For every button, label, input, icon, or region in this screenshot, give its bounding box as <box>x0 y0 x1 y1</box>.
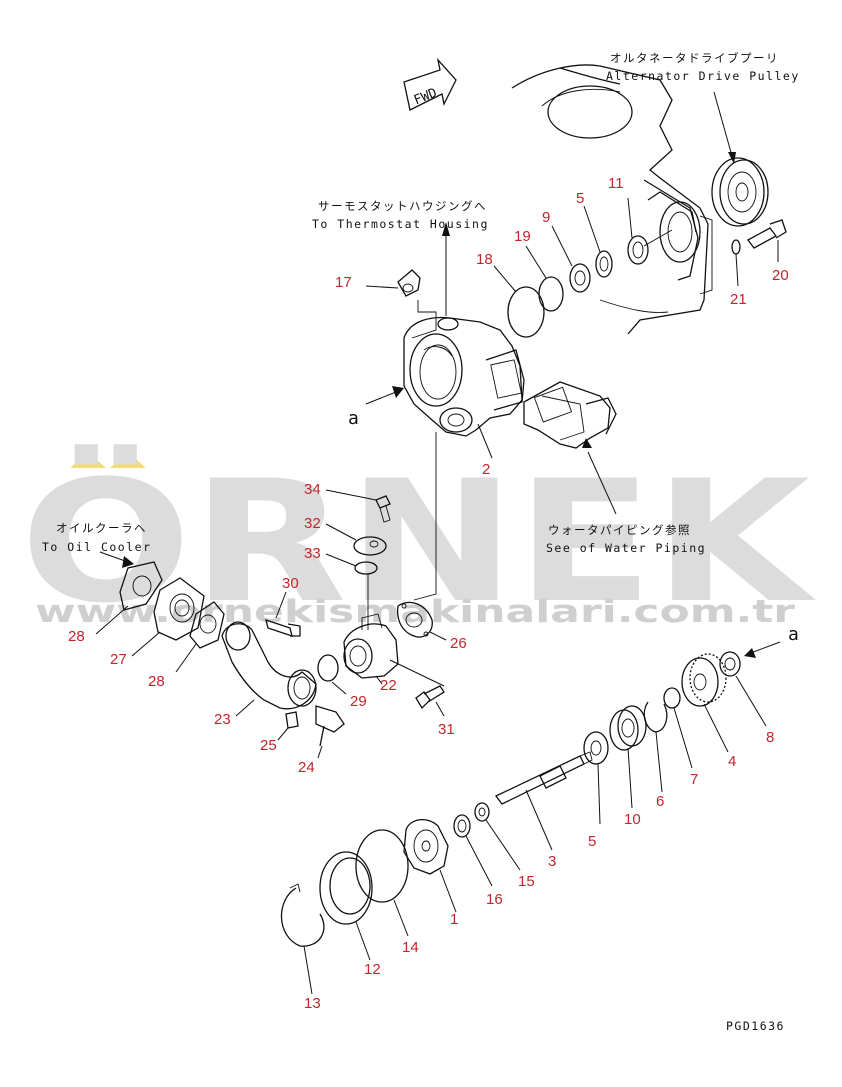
oil-cooler-label-jp: オイルクーラへ <box>56 521 147 535</box>
part-number-5-lower: 5 <box>588 833 596 850</box>
alternator-label-en: Alternator Drive Pulley <box>606 69 800 83</box>
part-number-labels: 17 18 19 9 5 11 20 21 2 34 32 33 30 28 2… <box>68 175 789 1012</box>
gasket-28-outer <box>95 561 163 635</box>
part-number-1: 1 <box>450 911 458 928</box>
fwd-arrow: FWD <box>403 57 457 111</box>
part-number-4: 4 <box>728 753 736 770</box>
front-cover <box>511 64 713 335</box>
part-number-8: 8 <box>766 729 774 746</box>
thermostat-label-en: To Thermostat Housing <box>312 217 489 231</box>
watermark-accent-right <box>110 452 146 468</box>
part-number-29: 29 <box>350 693 367 710</box>
flange-27 <box>131 577 205 657</box>
part-number-18: 18 <box>476 251 493 268</box>
part-number-9: 9 <box>542 209 550 226</box>
part-number-24: 24 <box>298 759 315 776</box>
part-number-16: 16 <box>486 891 503 908</box>
seal-16 <box>453 814 493 887</box>
part-number-19: 19 <box>514 228 531 245</box>
bearing-5-lower <box>583 731 609 825</box>
alternator-pulley <box>711 91 769 227</box>
part-number-34: 34 <box>304 481 321 498</box>
drain-cock-24 <box>315 705 345 759</box>
view-a-arrow-right <box>744 641 781 658</box>
oil-cooler-label-en: To Oil Cooler <box>42 540 152 554</box>
part-number-28-inner: 28 <box>148 673 165 690</box>
washer-21 <box>731 239 741 255</box>
thermostat-label-jp: サーモスタットハウジングへ <box>318 199 487 213</box>
oring-29 <box>317 654 347 695</box>
part-number-22: 22 <box>380 677 397 694</box>
part-number-7: 7 <box>690 771 698 788</box>
tee-fitting-17 <box>365 269 437 339</box>
gear-4 <box>681 653 729 753</box>
gasket-26 <box>396 432 447 641</box>
view-a-label-top: a <box>348 408 359 429</box>
part-number-33: 33 <box>304 545 321 562</box>
nut-8 <box>719 651 767 727</box>
part-number-11: 11 <box>608 175 624 192</box>
fwd-label: FWD <box>412 86 440 109</box>
part-number-25: 25 <box>260 737 277 754</box>
view-a-arrow-top <box>365 386 404 405</box>
part-number-2: 2 <box>482 461 490 478</box>
part-number-30: 30 <box>282 575 299 592</box>
part-number-5-top: 5 <box>576 190 584 207</box>
part-number-23: 23 <box>214 711 231 728</box>
bolt-30 <box>265 591 301 637</box>
elbow-22 <box>343 613 445 687</box>
seal-15 <box>474 802 521 871</box>
pipe-23 <box>221 621 317 717</box>
oring-14 <box>355 829 409 937</box>
part-number-10: 10 <box>624 811 641 828</box>
cover-12 <box>319 851 373 961</box>
part-number-28-outer: 28 <box>68 628 85 645</box>
water-piping-cover <box>523 381 617 515</box>
plug-25 <box>277 711 299 741</box>
drawing-code: PGD1636 <box>726 1019 785 1033</box>
view-a-label-right: a <box>788 624 799 645</box>
part-number-14: 14 <box>402 939 419 956</box>
part-number-17: 17 <box>335 274 352 291</box>
bolt-34 <box>325 489 391 523</box>
part-number-15: 15 <box>518 873 535 890</box>
washer-7 <box>663 687 693 769</box>
part-number-12: 12 <box>364 961 381 978</box>
part-number-3: 3 <box>548 853 556 870</box>
part-number-21: 21 <box>730 291 747 308</box>
alternator-label-jp: オルタネータドライブプーリ <box>610 51 779 65</box>
watermark-accent-left <box>70 452 106 468</box>
snap-ring-13 <box>280 883 325 995</box>
part-number-6: 6 <box>656 793 664 810</box>
bolt-31 <box>415 685 445 717</box>
oil-cooler-arrow <box>99 551 134 568</box>
watermark-brand: ÖRNEK <box>20 444 817 640</box>
part-number-20: 20 <box>772 267 789 284</box>
gasket-28-inner <box>175 601 225 673</box>
bearing-set-top <box>493 197 673 338</box>
part-number-31: 31 <box>438 721 455 738</box>
pump-housing <box>403 316 525 459</box>
bolt-20 <box>731 219 787 287</box>
bearing-10 <box>609 705 647 809</box>
part-number-27: 27 <box>110 651 127 668</box>
part-number-32: 32 <box>304 515 321 532</box>
shaft-3 <box>495 751 593 851</box>
plate-32 <box>325 523 387 556</box>
watermark: ÖRNEK www.ornekismakinalari.com.tr <box>20 444 817 640</box>
water-piping-label-en: See of Water Piping <box>546 541 706 555</box>
thermostat-arrow <box>442 222 450 316</box>
oring-33 <box>325 553 378 630</box>
part-number-13: 13 <box>304 995 321 1012</box>
water-piping-label-jp: ウォータパイピング参照 <box>548 523 691 537</box>
part-number-26: 26 <box>450 635 467 652</box>
impeller-1 <box>403 819 457 913</box>
snap-ring-6 <box>643 701 668 793</box>
